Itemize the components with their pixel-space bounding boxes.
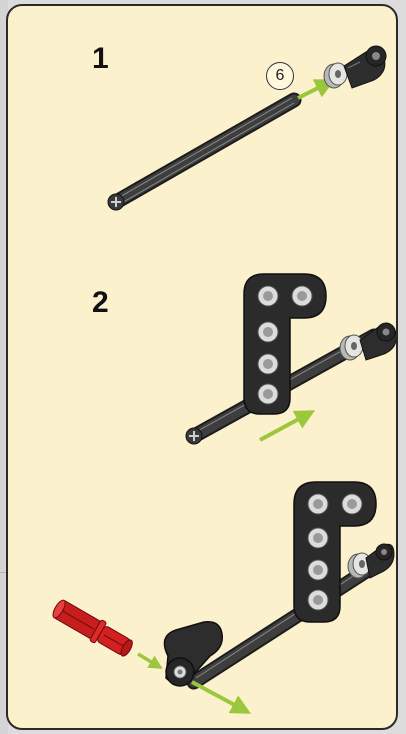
arrow-icon — [298, 83, 328, 98]
arrow-icon — [138, 654, 158, 666]
bush-icon — [324, 63, 347, 88]
beam-icon — [294, 482, 376, 622]
axle-icon — [108, 98, 294, 210]
arrow-icon — [192, 682, 244, 710]
arrow-icon — [260, 414, 308, 440]
angle-connector-icon — [366, 544, 394, 578]
beam-icon — [244, 274, 326, 414]
bush-icon — [340, 335, 363, 360]
axle-icon — [194, 564, 374, 682]
step-2-illustration — [186, 274, 396, 444]
angle-connector-icon — [344, 46, 386, 88]
pin-icon — [50, 597, 136, 661]
step-1-illustration — [108, 46, 386, 210]
angle-connector-icon — [360, 323, 396, 360]
instruction-page: 1 6 2 — [6, 4, 398, 730]
step-3-illustration — [50, 482, 394, 710]
